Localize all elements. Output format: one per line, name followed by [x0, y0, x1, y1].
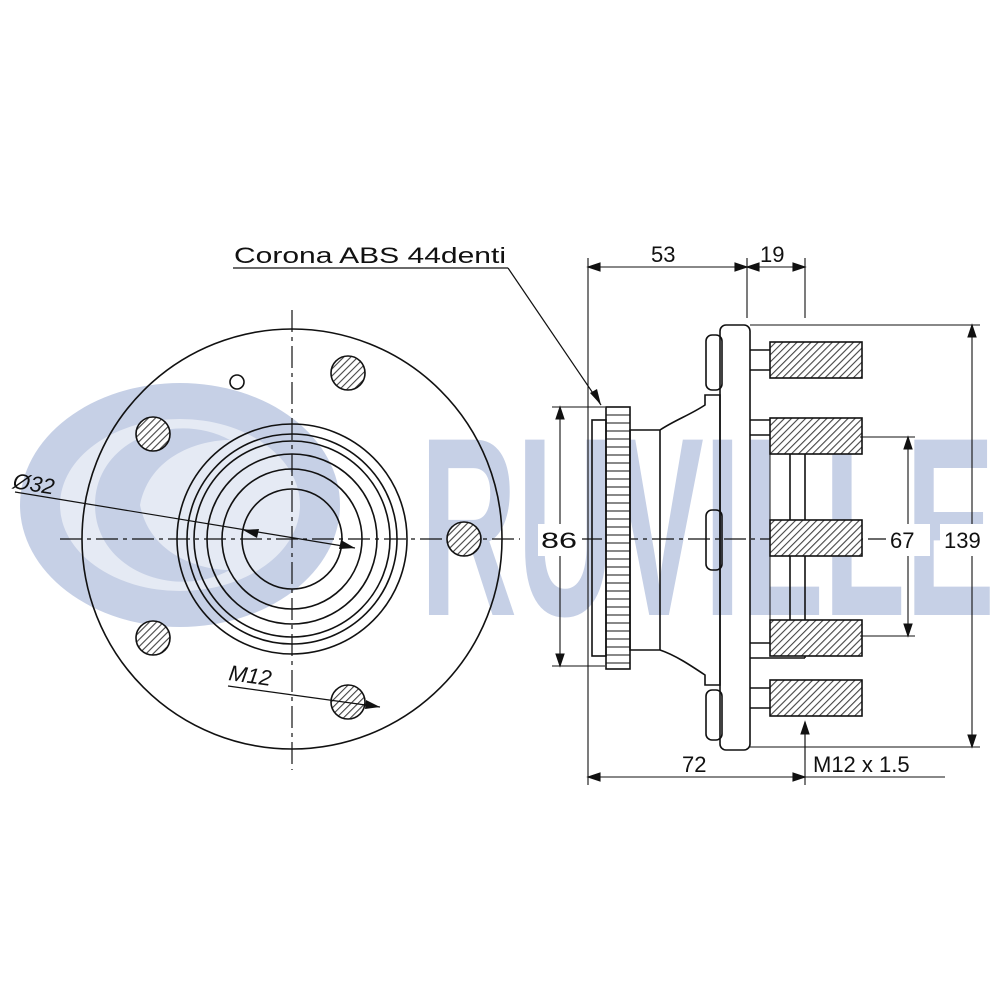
side-stud-1	[769, 341, 863, 379]
hub-ring-2	[186, 433, 398, 645]
abs-tone-ring-teeth	[606, 414, 630, 664]
bore-circle	[241, 488, 343, 590]
side-stud-4	[769, 619, 863, 657]
abs-ring-leader	[233, 267, 602, 406]
side-stud-3	[769, 519, 863, 557]
stud-hole-right	[446, 521, 482, 557]
abs-tone-ring	[605, 406, 631, 670]
dim-139-label: 139	[944, 528, 981, 553]
stud-thread-leader	[227, 685, 381, 708]
dim-86-label: 86	[541, 528, 577, 553]
hub-ring-4	[206, 453, 378, 625]
ruville-logo-mark	[20, 383, 340, 627]
stud-thread-label-front: M12	[227, 660, 273, 691]
hub-ring-5	[221, 468, 363, 610]
hub-ring-3	[193, 440, 391, 638]
stud-hole-top	[330, 355, 366, 391]
hub-ring-1	[176, 423, 408, 655]
stud-hole-upper-left	[135, 416, 171, 452]
stud-thread-label-side: M12 x 1.5	[813, 752, 910, 777]
hub-inner-stub	[591, 419, 607, 657]
dim-53-label: 53	[651, 242, 675, 267]
front-view	[14, 310, 520, 770]
abs-ring-label: Corona ABS 44denti	[234, 243, 506, 268]
stud-hole-lower-left	[135, 620, 171, 656]
bore-diameter-leader	[14, 491, 356, 549]
dim-72-label: 72	[682, 752, 706, 777]
side-stud-2	[769, 417, 863, 455]
locating-hole	[229, 374, 245, 390]
side-view	[580, 324, 890, 751]
dim-67-label: 67	[890, 528, 914, 553]
side-stud-5	[769, 679, 863, 717]
dim-19-label: 19	[760, 242, 784, 267]
flange-outer-circle	[81, 328, 503, 750]
bore-diameter-label: Ø32	[10, 468, 56, 499]
side-flange-plate	[719, 324, 751, 751]
dimension-lines	[552, 258, 980, 785]
